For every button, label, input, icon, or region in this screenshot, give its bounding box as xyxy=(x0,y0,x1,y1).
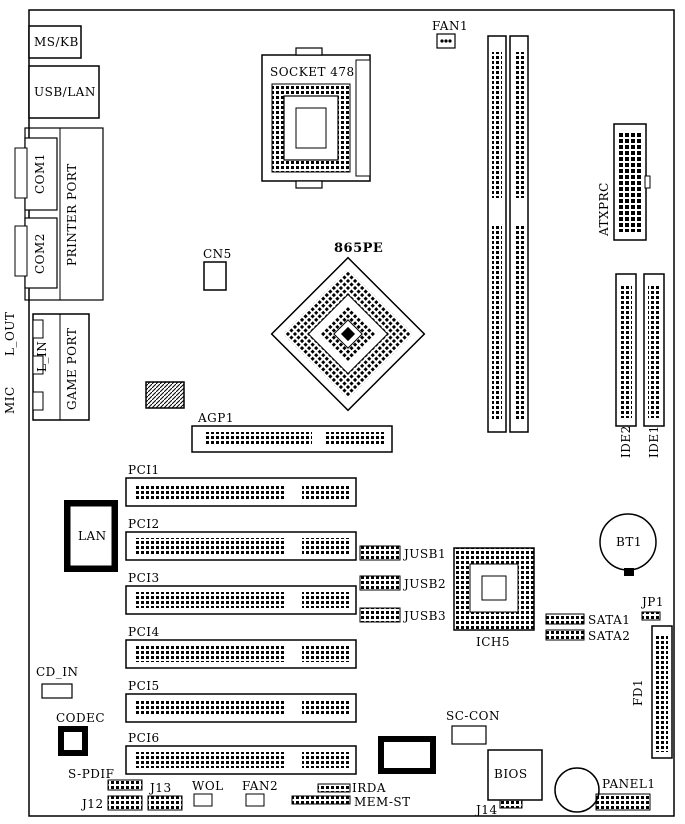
pci4-label: PCI4 xyxy=(128,625,160,639)
jusb1-header xyxy=(359,545,401,561)
buzzer xyxy=(554,767,600,813)
pci3-label: PCI3 xyxy=(128,571,160,585)
l-out-label: L_OUT xyxy=(3,311,17,356)
codec-label: CODEC xyxy=(56,711,106,725)
pci5-label: PCI5 xyxy=(128,679,160,693)
l-in-label: L_IN xyxy=(35,340,49,372)
lan-label: LAN xyxy=(78,529,107,543)
usb-lan-label: USB/LAN xyxy=(34,85,96,99)
fan2-label: FAN2 xyxy=(242,779,279,793)
fan1-label: FAN1 xyxy=(432,19,469,33)
sata2-label: SATA2 xyxy=(588,629,631,643)
com2-shell xyxy=(14,225,28,277)
northbridge-chip xyxy=(270,256,426,412)
irda-label: IRDA xyxy=(352,781,387,795)
cd-in-label: CD_IN xyxy=(36,665,79,679)
mic-jack xyxy=(32,391,44,411)
com1-shell xyxy=(14,147,28,199)
jp1-jumper xyxy=(641,611,661,621)
socket-label: SOCKET 478 xyxy=(270,65,355,79)
com1-connector xyxy=(24,137,58,211)
j12-label: J12 xyxy=(82,797,104,811)
board-outline xyxy=(28,9,675,817)
fd1-label: FD1 xyxy=(631,678,645,706)
atxprc-label: ATXPRC xyxy=(597,182,611,236)
j14-label: J14 xyxy=(476,803,498,817)
j12-header xyxy=(107,795,143,811)
ide1-label: IDE1 xyxy=(647,425,661,458)
capacitor-block xyxy=(145,381,185,409)
sc-con-label: SC-CON xyxy=(446,709,500,723)
fan2-header xyxy=(245,793,265,807)
jusb3-header xyxy=(359,607,401,623)
bios-label: BIOS xyxy=(494,767,528,781)
sata2-connector xyxy=(545,629,585,641)
l-in-jack xyxy=(32,355,44,375)
s-pdif-label: S-PDIF xyxy=(68,767,115,781)
cn5-label: CN5 xyxy=(203,247,232,261)
bios-chip xyxy=(487,749,543,801)
jusb3-label: JUSB3 xyxy=(404,609,447,623)
pci-slots xyxy=(125,477,357,775)
pci1-label: PCI1 xyxy=(128,463,160,477)
pci6-label: PCI6 xyxy=(128,731,160,745)
j13-header xyxy=(147,795,183,811)
j13-label: J13 xyxy=(150,781,172,795)
dimm-slots xyxy=(487,35,529,433)
irda-header xyxy=(317,783,351,793)
sata1-connector xyxy=(545,613,585,625)
panel1-label: PANEL1 xyxy=(602,777,656,791)
mem-st-label: MEM-ST xyxy=(354,795,411,809)
jusb1-label: JUSB1 xyxy=(404,547,447,561)
mic-label: MIC xyxy=(3,386,17,414)
ms-kb-connector xyxy=(28,25,82,59)
ms-kb-label: MS/KB xyxy=(34,35,79,49)
printer-port-label: PRINTER PORT xyxy=(65,163,79,266)
lan-chip xyxy=(64,500,118,572)
agp1-label: AGP1 xyxy=(198,411,234,425)
jusb2-header xyxy=(359,575,401,591)
wol-label: WOL xyxy=(192,779,224,793)
panel1-header xyxy=(595,793,651,811)
cn5-component xyxy=(203,261,227,291)
pci2-label: PCI2 xyxy=(128,517,160,531)
sc-con-header xyxy=(451,725,487,745)
wol-header xyxy=(193,793,213,807)
jusb2-label: JUSB2 xyxy=(404,577,447,591)
s-pdif-header xyxy=(107,779,143,791)
game-port-label: GAME PORT xyxy=(65,327,79,410)
chipset-label: 865PE xyxy=(334,241,384,256)
j14-header xyxy=(499,799,523,809)
sata1-label: SATA1 xyxy=(588,613,631,627)
l-out-jack xyxy=(32,319,44,339)
bt1-label: BT1 xyxy=(616,535,642,549)
com2-connector xyxy=(24,217,58,289)
cd-in-header xyxy=(41,683,73,699)
com1-label: COM1 xyxy=(33,153,47,194)
usb-lan-connector xyxy=(28,65,100,119)
com2-label: COM2 xyxy=(33,233,47,274)
com-printer-block xyxy=(24,127,104,301)
ich5-label: ICH5 xyxy=(476,635,511,649)
mem-st-header xyxy=(291,795,351,805)
jp1-label: JP1 xyxy=(642,595,665,609)
ide2-label: IDE2 xyxy=(619,425,633,458)
